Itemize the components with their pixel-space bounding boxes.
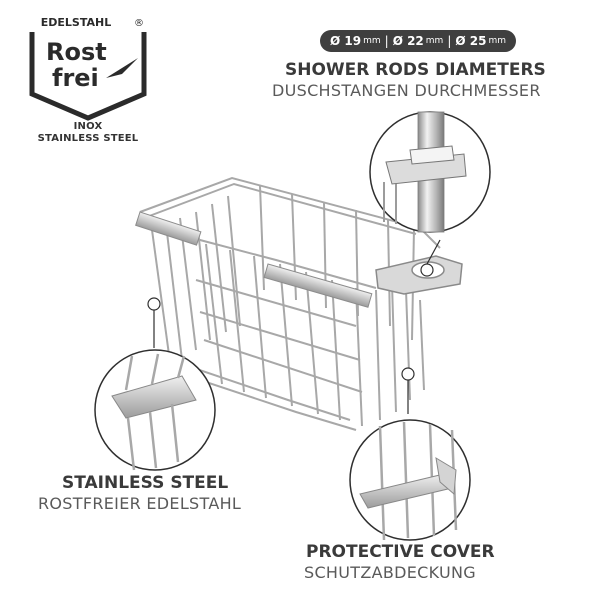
diameter-symbol: Ø <box>330 34 341 48</box>
feature-steel-title: STAINLESS STEEL <box>62 473 229 493</box>
feature-steel-subtitle: ROSTFREIER EDELSTAHL <box>38 494 242 513</box>
front-protective-cap <box>263 263 373 308</box>
logo-caption-line2: STAINLESS STEEL <box>37 133 139 144</box>
logo-top-label: EDELSTAHL <box>41 16 111 29</box>
basket-wires <box>139 176 441 431</box>
feature-rods-subtitle: DUSCHSTANGEN DURCHMESSER <box>272 81 541 100</box>
zoom-steel-detail <box>94 349 216 471</box>
logo-line1: Rost <box>46 38 107 66</box>
logo-caption-line1: INOX <box>73 121 103 132</box>
diameter-separator-1: | <box>384 34 389 48</box>
rostfrei-logo: EDELSTAHL ® Rost frei <box>18 14 158 164</box>
diameter-separator-2: | <box>447 34 452 48</box>
registered-mark: ® <box>134 18 144 29</box>
diameter-symbol-3: Ø <box>455 34 466 48</box>
diameter-unit-1: mm <box>363 36 381 46</box>
left-protective-cap <box>135 211 202 246</box>
logo-line2: frei <box>52 64 99 92</box>
zoom-rod-detail <box>369 111 491 233</box>
callout-dot-cover <box>401 367 415 381</box>
diameter-unit-3: mm <box>488 36 507 46</box>
callout-dot-rod <box>420 263 434 277</box>
diameter-unit-2: mm <box>425 36 444 46</box>
zoom-cover-detail <box>349 419 471 541</box>
rostfrei-shield-icon: EDELSTAHL ® Rost frei <box>29 16 147 121</box>
diameter-value-1: 19 <box>344 34 362 48</box>
rod-holder <box>375 255 463 295</box>
callout-line-rod <box>426 239 441 265</box>
diameter-symbol-2: Ø <box>392 34 403 48</box>
swoosh-icon <box>106 58 138 78</box>
callout-dot-steel <box>147 297 161 311</box>
feature-rods-title: SHOWER RODS DIAMETERS <box>285 60 546 80</box>
feature-cover-title: PROTECTIVE COVER <box>306 542 495 562</box>
logo-caption: INOX STAINLESS STEEL <box>18 121 158 145</box>
feature-cover-subtitle: SCHUTZABDECKUNG <box>304 563 476 582</box>
diameter-value-3: 25 <box>469 34 487 48</box>
diameter-value-2: 22 <box>407 34 424 48</box>
